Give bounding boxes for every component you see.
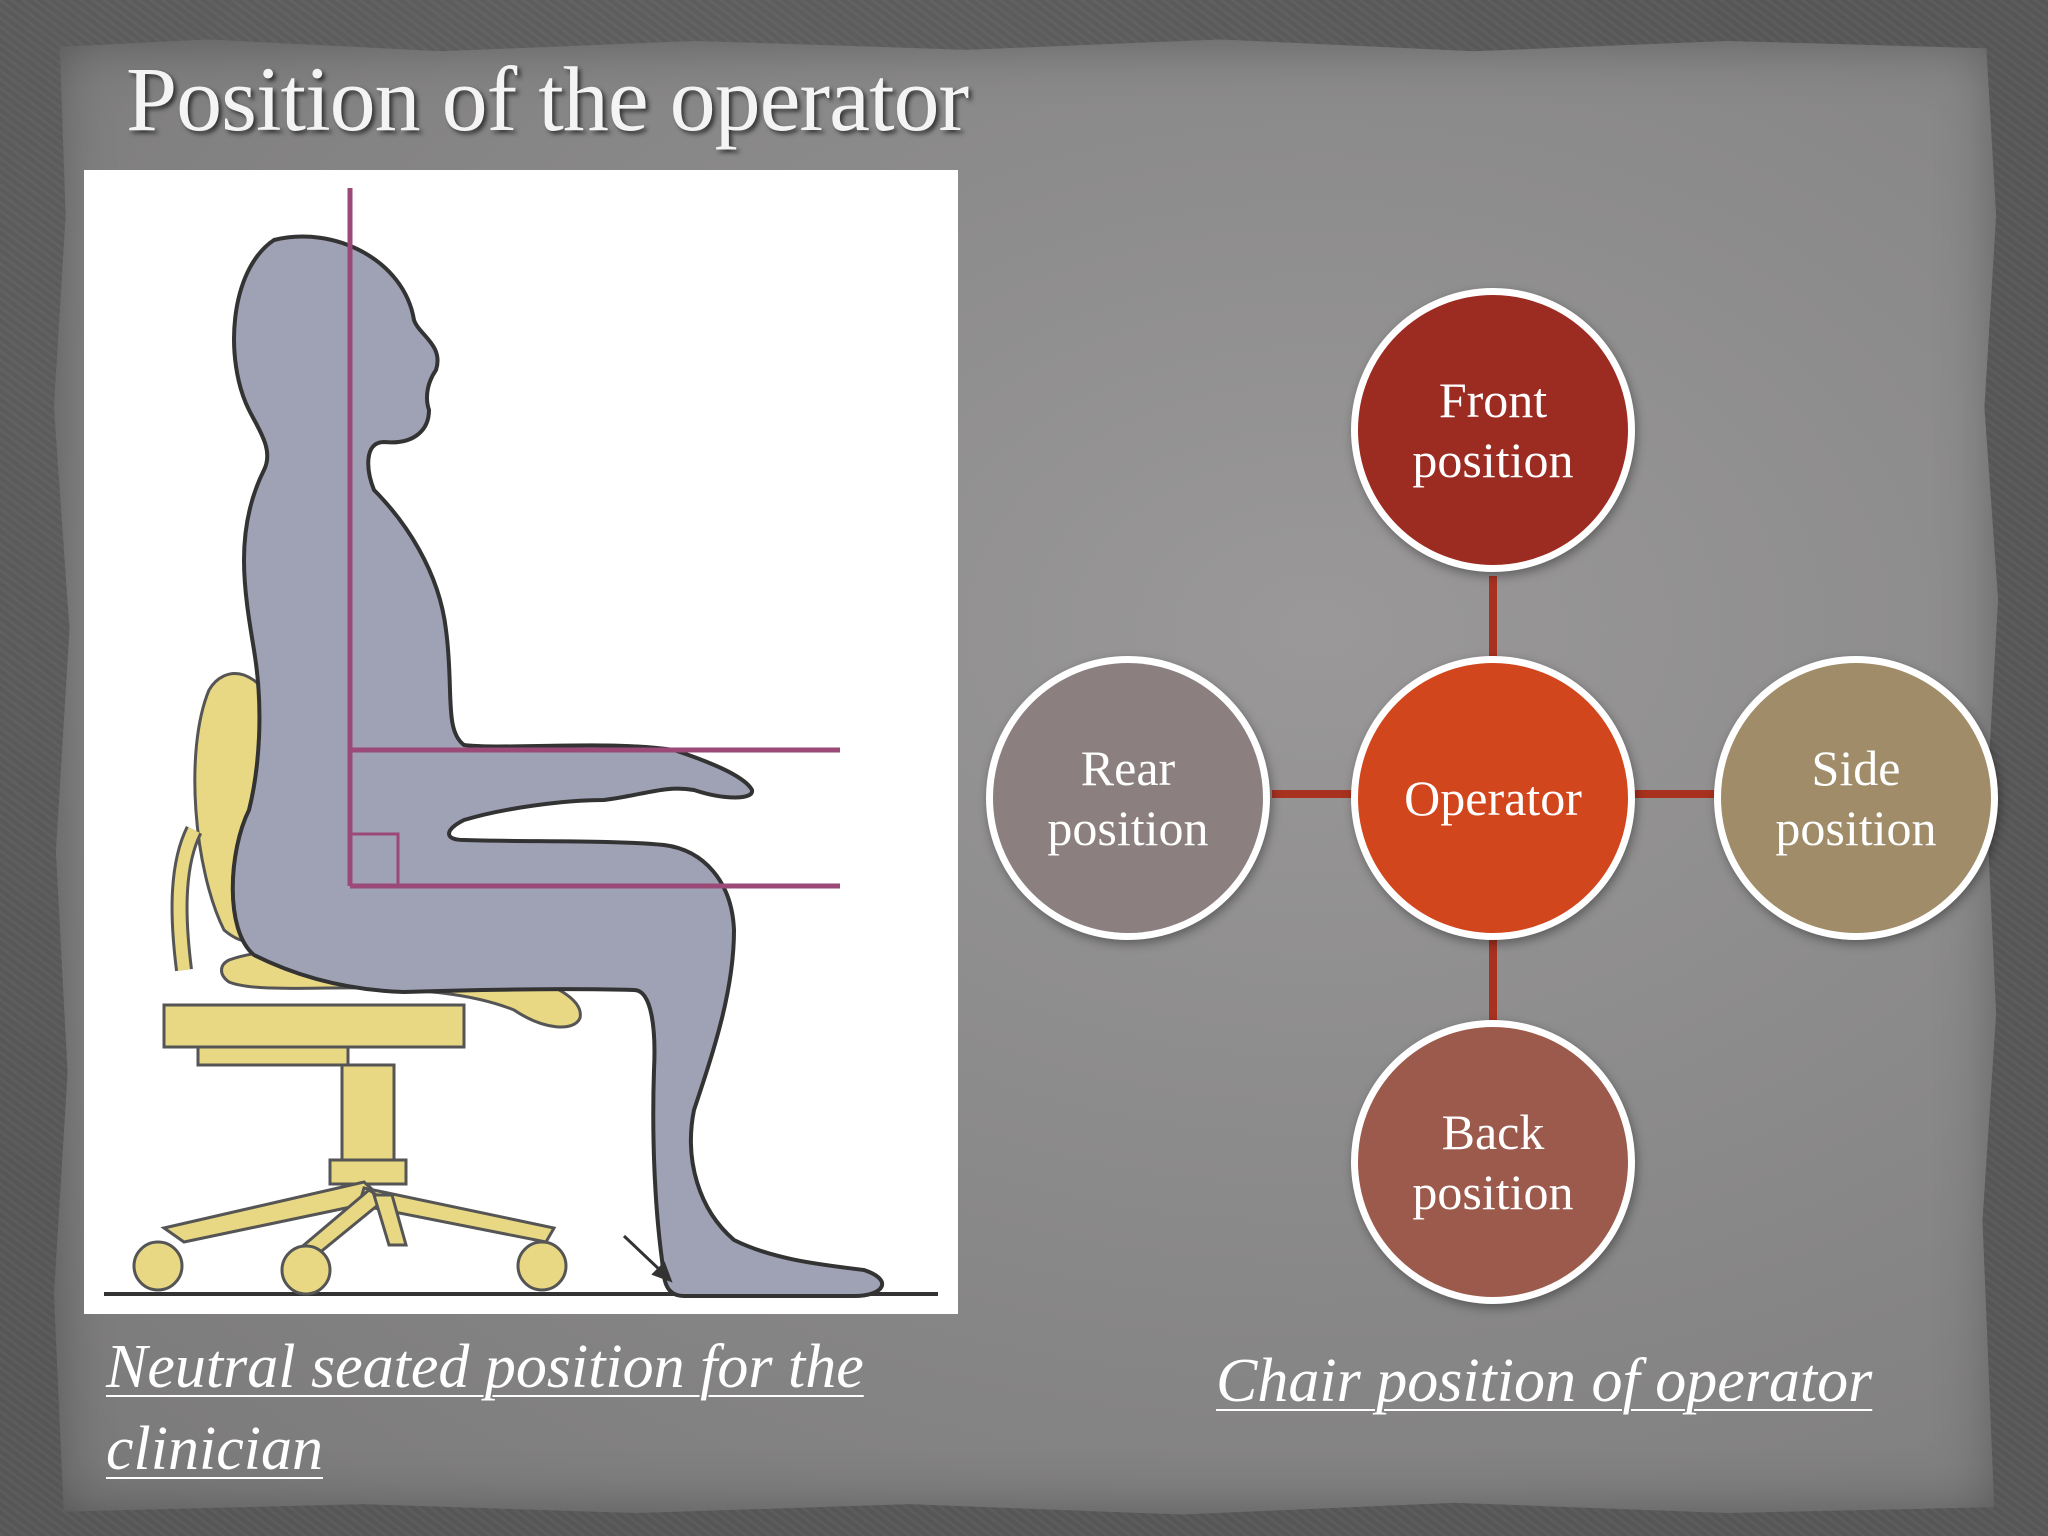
connector-side <box>1632 790 1714 798</box>
node-rear-line2: position <box>1047 800 1209 856</box>
node-rear-position: Rear position <box>986 656 1270 940</box>
node-front-line1: Front <box>1438 372 1548 428</box>
node-side-line1: Side <box>1811 740 1901 796</box>
node-back-position: Back position <box>1351 1020 1635 1304</box>
clinician-silhouette <box>230 234 885 1298</box>
slide-title: Position of the operator <box>126 48 969 150</box>
node-operator-label: Operator <box>1404 770 1582 826</box>
connector-rear <box>1272 790 1354 798</box>
connector-back <box>1489 930 1497 1020</box>
diagram-caption: Chair position of operator <box>1216 1347 1873 1415</box>
node-rear-line1: Rear <box>1080 740 1176 796</box>
arrow-icon <box>622 1234 673 1283</box>
node-front-line2: position <box>1412 432 1574 488</box>
node-side-position: Side position <box>1714 656 1998 940</box>
posture-drawing <box>104 188 938 1298</box>
node-back-line2: position <box>1412 1164 1574 1220</box>
node-side-line2: position <box>1775 800 1937 856</box>
posture-reference-lines <box>347 188 840 889</box>
node-operator: Operator <box>1351 656 1635 940</box>
node-back-line1: Back <box>1441 1104 1545 1160</box>
illustration-caption: Neutral seated position for the clinicia… <box>106 1333 864 1483</box>
seated-posture-illustration <box>84 170 958 1314</box>
connector-front <box>1489 576 1497 656</box>
node-front-position: Front position <box>1351 288 1635 572</box>
